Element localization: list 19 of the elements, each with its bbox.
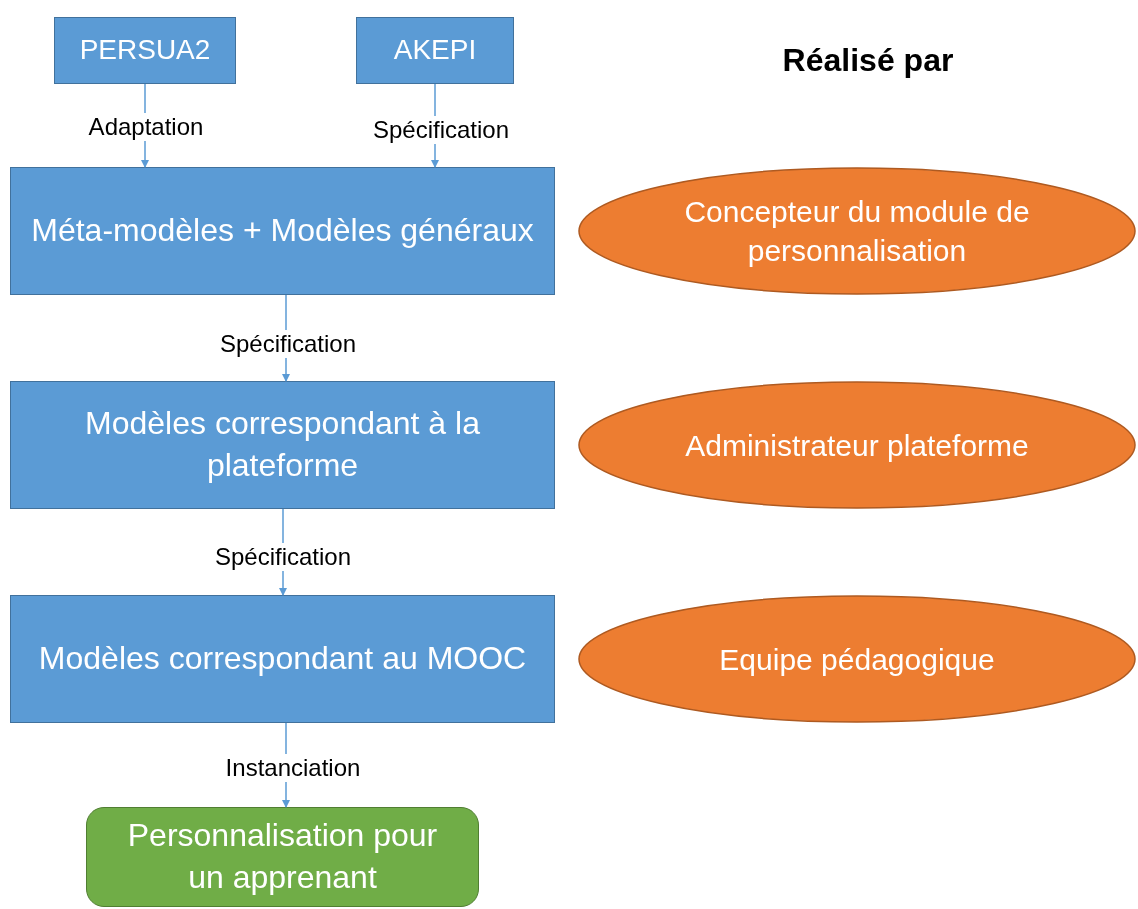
box-text: Concepteur du module de personnalisation [683, 194, 1031, 269]
heading: Réalisé par [782, 41, 954, 79]
box-text: Administrateur plateforme [685, 427, 1029, 464]
process-box [10, 381, 555, 509]
process-box [356, 17, 514, 84]
box-text: Méta-modèles + Modèles généraux [31, 211, 534, 251]
box-text: AKEPI [393, 33, 477, 68]
box-text: PERSUA2 [79, 33, 211, 68]
box-text: Modèles correspondant au MOOC [38, 639, 527, 679]
role-ellipse [578, 167, 1136, 295]
process-box [54, 17, 236, 84]
process-box [10, 167, 555, 295]
box-text: Modèles correspondant à la plateforme [84, 404, 481, 485]
role-ellipse [578, 381, 1136, 509]
role-ellipse [578, 595, 1136, 723]
box-text: Personnalisation pour un apprenant [126, 816, 439, 897]
box-text: Equipe pédagogique [719, 641, 995, 678]
result-box [86, 807, 479, 907]
process-box [10, 595, 555, 723]
